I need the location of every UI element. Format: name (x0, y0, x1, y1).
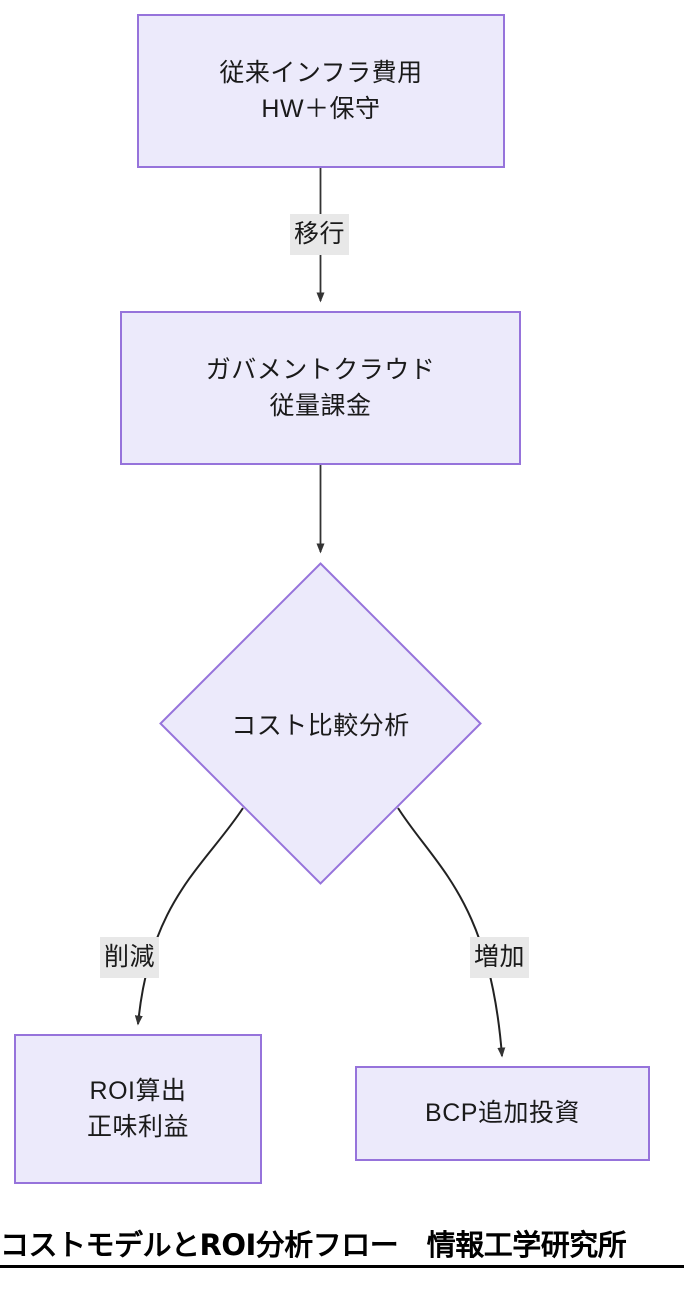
node-cost-compare[interactable]: コスト比較分析 (159, 562, 482, 885)
node-cost-compare-label: コスト比較分析 (231, 711, 410, 740)
diagram-caption: コストモデルとROI分析フロー 情報工学研究所 (0, 1228, 627, 1262)
node-gov-cloud[interactable]: ガバメントクラウド 従量課金 (120, 311, 521, 465)
edge-label-migration: 移行 (290, 214, 350, 255)
edge-label-reduce: 削減 (100, 937, 160, 978)
edge-decision-to-roi (134, 807, 244, 1026)
node-legacy-infra[interactable]: 従来インフラ費用 HW＋保守 (137, 14, 505, 168)
edge-decision-to-bcp (397, 807, 506, 1058)
node-bcp-invest[interactable]: BCP追加投資 (355, 1066, 650, 1161)
decision-diamond-shape (159, 562, 482, 885)
node-roi-calc[interactable]: ROI算出 正味利益 (14, 1034, 262, 1184)
edge-label-increase: 増加 (470, 937, 530, 978)
caption-bar: コストモデルとROI分析フロー 情報工学研究所 (0, 1227, 684, 1269)
